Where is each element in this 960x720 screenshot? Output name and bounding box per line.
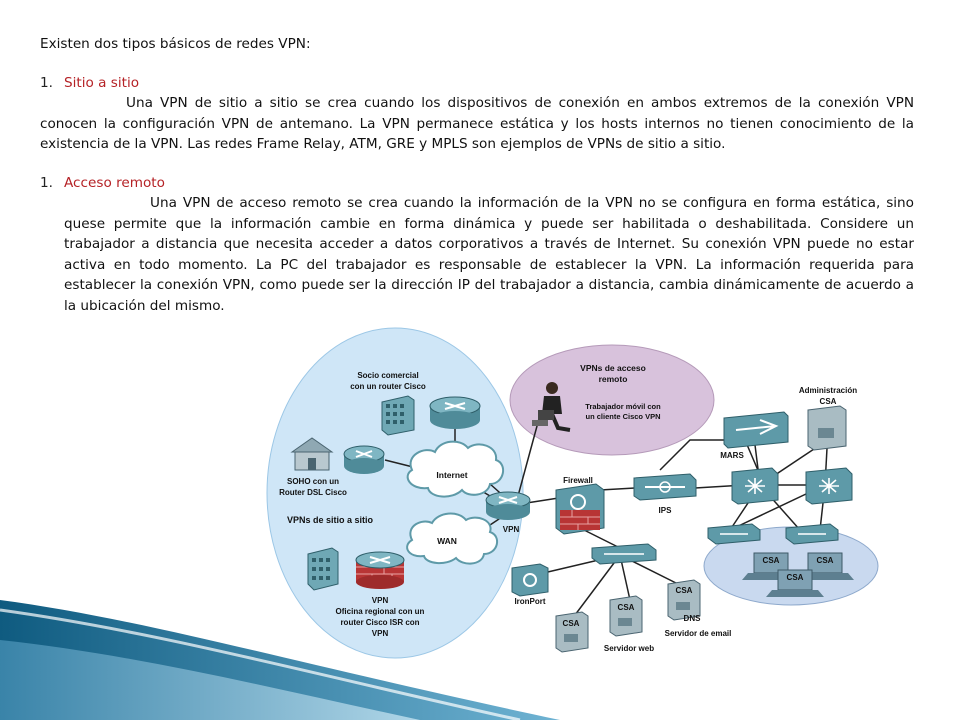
firewall-icon (555, 483, 605, 535)
ironport-label: IronPort (514, 597, 545, 606)
mars-label: MARS (720, 451, 744, 460)
center-vpn-router-icon (485, 491, 531, 520)
partner-building-icon (381, 395, 415, 436)
section-number: 1. (40, 174, 53, 191)
dns-server-icon (667, 579, 701, 621)
wan-label: WAN (437, 536, 457, 546)
web-server-icon (555, 611, 589, 653)
ironport-icon (511, 563, 549, 597)
site-vpn-label: VPNs de sitio a sitio (287, 515, 374, 525)
admin-label-2: CSA (820, 397, 837, 406)
admin-label-1: Administración (799, 386, 857, 395)
mobile-worker-icon (532, 382, 571, 432)
remote-title-2: remoto (599, 374, 628, 384)
soho-label-1: SOHO con un (287, 477, 339, 486)
core-switch-left-icon (731, 467, 779, 505)
csa-label: CSA (676, 586, 693, 595)
access-switch-left-icon (707, 523, 761, 545)
section-heading-acceso: 1. Acceso remoto (40, 173, 914, 194)
wan-cloud: WAN (406, 512, 499, 565)
office-label-3: VPN (372, 629, 389, 638)
csa-bubble (703, 526, 879, 606)
ips-icon (633, 473, 697, 501)
center-vpn-label: VPN (503, 525, 520, 534)
section-heading-sitio: 1. Sitio a sitio (40, 73, 914, 94)
intro-line: Existen dos tipos básicos de redes VPN: (40, 36, 311, 52)
access-switch-right-icon (785, 523, 839, 545)
section-body-wrapper: Una VPN de acceso remoto se crea cuando … (40, 193, 914, 316)
csa-label: CSA (618, 603, 635, 612)
distribution-switch-icon (591, 543, 657, 565)
section-title: Sitio a sitio (64, 74, 140, 91)
internet-cloud: Internet (406, 440, 505, 498)
soho-house-icon (290, 437, 334, 471)
csa-laptop-icon (766, 569, 824, 597)
section-title: Acceso remoto (64, 174, 165, 191)
remote-access-bubble (509, 344, 715, 456)
core-switch-right-icon (805, 467, 853, 505)
email-label: Servidor de email (665, 629, 732, 638)
email-server-icon (609, 595, 643, 637)
mars-icon (723, 411, 789, 449)
remote-desc-2: un cliente Cisco VPN (585, 412, 660, 421)
csa-label: CSA (563, 619, 580, 628)
corner-swoosh (0, 600, 560, 720)
internet-label: Internet (436, 470, 467, 480)
section-body-sitio: Una VPN de sitio a sitio se crea cuando … (40, 95, 914, 152)
soho-label-2: Router DSL Cisco (279, 488, 347, 497)
partner-label-2: con un router Cisco (350, 382, 426, 391)
admin-server-icon (807, 405, 847, 451)
partner-router-icon (429, 396, 481, 429)
csa-label: CSA (763, 556, 780, 565)
remote-title-1: VPNs de acceso (580, 363, 646, 373)
soho-router-icon (343, 445, 385, 474)
web-label: Servidor web (604, 644, 654, 653)
office-vpn-label: VPN (372, 596, 389, 605)
document-text: Existen dos tipos básicos de redes VPN: … (40, 34, 914, 316)
office-isr-router-icon (355, 551, 405, 589)
office-building-icon (307, 547, 339, 591)
partner-label-1: Socio comercial (357, 371, 418, 380)
office-label-1: Oficina regional con un (336, 607, 425, 616)
office-label-2: router Cisco ISR con (340, 618, 419, 627)
csa-label: CSA (787, 573, 804, 582)
section-number: 1. (40, 74, 53, 91)
firewall-label: Firewall (563, 476, 593, 485)
dns-label: DNS (684, 614, 702, 623)
remote-desc-1: Trabajador móvil con (585, 402, 661, 411)
section-body-acceso: Una VPN de acceso remoto se crea cuando … (64, 195, 914, 314)
csa-label: CSA (817, 556, 834, 565)
ips-label: IPS (659, 506, 673, 515)
